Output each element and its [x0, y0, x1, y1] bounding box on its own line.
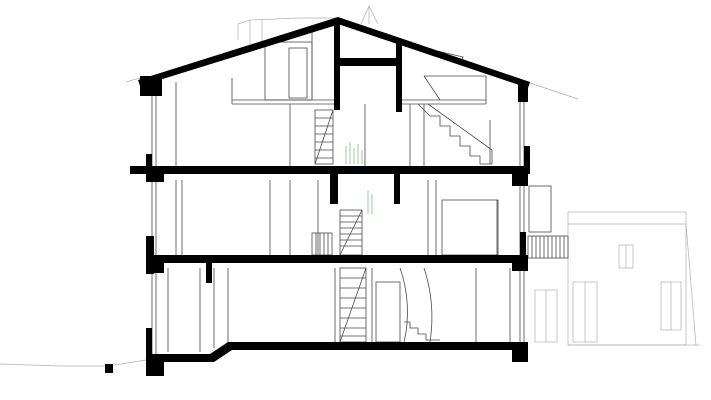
interior-lines: [151, 28, 569, 355]
eave-left: [140, 76, 162, 96]
ridge-column-2: [396, 40, 402, 112]
slab-level-3: [130, 166, 530, 174]
roof-left: [138, 17, 340, 86]
roof-right: [338, 17, 530, 88]
cut-structure: [105, 17, 530, 376]
slab-level-2: [146, 255, 528, 263]
eave-right: [518, 82, 528, 102]
slab-level-1: [146, 342, 528, 362]
ridge-beam: [334, 58, 402, 66]
background-context: [0, 5, 700, 367]
